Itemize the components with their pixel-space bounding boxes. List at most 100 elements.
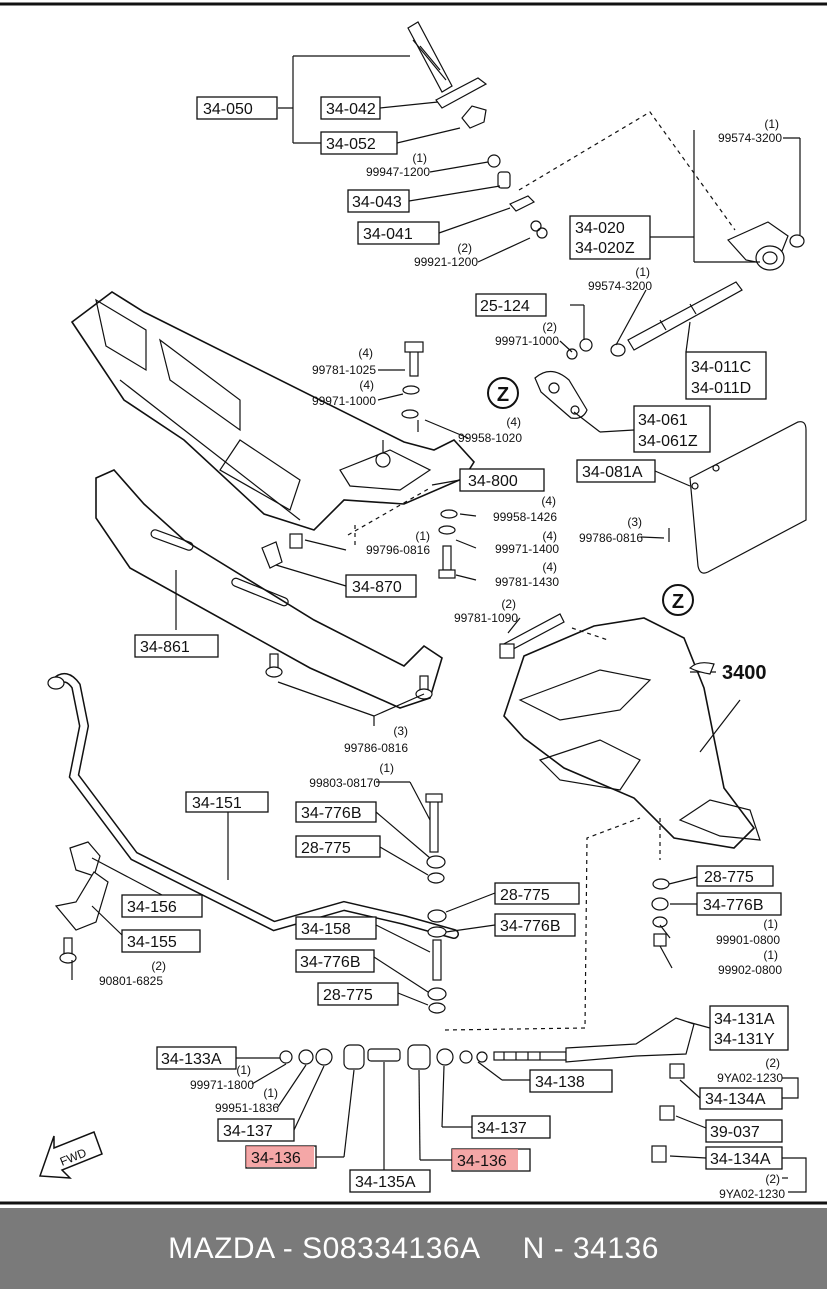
footer-bar: MAZDA - S08334136A N - 34136 <box>0 1208 827 1289</box>
qty-99958-1020: (4) <box>506 415 521 429</box>
qty-99971-1800: (1) <box>236 1063 251 1077</box>
qty-99971-1000-b: (4) <box>359 378 374 392</box>
cam-plate-drawing <box>534 370 588 419</box>
qty-99947: (1) <box>412 151 427 165</box>
label-34-800: 34-800 <box>468 473 518 490</box>
qty-90801-6825: (2) <box>151 959 166 973</box>
leader-lines <box>71 55 807 1193</box>
qty-99781-1025: (4) <box>358 346 373 360</box>
label-25-124: 25-124 <box>480 298 530 315</box>
shaft-34-011-drawing <box>566 281 743 360</box>
qty-99786-0816-b: (3) <box>393 724 408 738</box>
part-99574-top: 99574-3200 <box>718 131 782 145</box>
stabilizer-bar-drawing <box>47 672 459 964</box>
label-34-052: 34-052 <box>326 136 376 153</box>
part-99951-1836: 99951-1836 <box>215 1101 279 1115</box>
part-99971-1400: 99971-1400 <box>495 542 559 556</box>
label-34-133a: 34-133A <box>161 1051 222 1068</box>
highlight-34-136-right <box>452 1149 518 1170</box>
qty-99781-1430: (4) <box>542 560 557 574</box>
label-34-135a: 34-135A <box>355 1174 416 1191</box>
mud-guard-drawing <box>689 421 807 574</box>
label-34-137-right: 34-137 <box>477 1120 527 1137</box>
part-99947: 99947-1200 <box>366 165 430 179</box>
label-34-776b-1: 34-776B <box>301 805 362 822</box>
label-34-081a: 34-081A <box>582 464 643 481</box>
qty-99786-0816-a: (3) <box>627 515 642 529</box>
part-99781-1090: 99781-1090 <box>454 611 518 625</box>
part-99971-1800: 99971-1800 <box>190 1078 254 1092</box>
label-34-136-right: 34-136 <box>457 1153 507 1170</box>
label-34-776b-2: 34-776B <box>500 918 561 935</box>
qty-99971-1000-a: (2) <box>542 320 557 334</box>
footer-ref: N - 34136 <box>522 1231 659 1265</box>
part-90801-6825: 90801-6825 <box>99 974 163 988</box>
qty-99574-top: (1) <box>764 117 779 131</box>
qty-99921: (2) <box>457 241 472 255</box>
qty-99781-1090: (2) <box>501 597 516 611</box>
label-texts: 34-050 34-042 34-052 34-043 34-041 34-02… <box>127 101 775 1191</box>
label-34-020z: 34-020Z <box>575 240 635 257</box>
qty-99902-0800: (1) <box>763 948 778 962</box>
cam-bracket-drawing <box>727 221 805 271</box>
qty-9ya02-1230-a: (2) <box>765 1056 780 1070</box>
label-34-861: 34-861 <box>140 639 190 656</box>
lower-arm-3400-drawing <box>499 613 761 849</box>
label-34-776b-3: 34-776B <box>300 954 361 971</box>
part-9ya02-1230-b: 9YA02-1230 <box>719 1187 785 1201</box>
label-34-776b-right: 34-776B <box>703 897 764 914</box>
label-34-151: 34-151 <box>192 795 242 812</box>
crossmember-drawing <box>70 291 475 531</box>
label-34-042: 34-042 <box>326 101 376 118</box>
part-99901-0800: 99901-0800 <box>716 933 780 947</box>
z-marker-1-text: Z <box>497 384 509 406</box>
label-boxes <box>121 96 789 1193</box>
label-34-137-left: 34-137 <box>223 1123 273 1140</box>
stabilizer-link-drawing <box>425 793 670 1014</box>
qty-99803-08170: (1) <box>379 761 394 775</box>
label-28-775-right: 28-775 <box>704 869 754 886</box>
label-34-020: 34-020 <box>575 220 625 237</box>
part-99958-1426: 99958-1426 <box>493 510 557 524</box>
part-99971-1000-b: 99971-1000 <box>312 394 376 408</box>
label-34-158: 34-158 <box>301 921 351 938</box>
qty-99901-0800: (1) <box>763 917 778 931</box>
small-part-texts: (1) 99947-1200 (2) 99921-1200 (1) 99574-… <box>99 117 785 1201</box>
label-34-131a: 34-131A <box>714 1011 775 1028</box>
highlight-34-136-left <box>246 1146 314 1167</box>
label-3400: 3400 <box>722 662 767 684</box>
label-34-011c: 34-011C <box>691 359 751 376</box>
label-34-011d: 34-011D <box>691 380 751 397</box>
label-28-775-3: 28-775 <box>323 987 373 1004</box>
z-markers <box>487 377 694 616</box>
label-34-134a-1: 34-134A <box>705 1091 766 1108</box>
part-99971-1000-a: 99971-1000 <box>495 334 559 348</box>
part-9ya02-1230-a: 9YA02-1230 <box>717 1071 783 1085</box>
label-34-155: 34-155 <box>127 934 177 951</box>
part-99796-0816: 99796-0816 <box>366 543 430 557</box>
label-28-775-2: 28-775 <box>500 887 550 904</box>
qty-9ya02-1230-b: (2) <box>765 1172 780 1186</box>
part-99786-0816-b: 99786-0816 <box>344 741 408 755</box>
fwd-arrow <box>38 1131 103 1179</box>
label-28-775-1: 28-775 <box>301 840 351 857</box>
label-34-134a-2: 34-134A <box>710 1151 771 1168</box>
qty-99796-0816: (1) <box>415 529 430 543</box>
label-34-131y: 34-131Y <box>714 1031 775 1048</box>
part-99902-0800: 99902-0800 <box>718 963 782 977</box>
label-34-156: 34-156 <box>127 899 177 916</box>
part-99574-mid: 99574-3200 <box>588 279 652 293</box>
label-34-050: 34-050 <box>203 101 253 118</box>
part-99781-1025: 99781-1025 <box>312 363 376 377</box>
label-34-043: 34-043 <box>352 194 402 211</box>
label-39-037: 39-037 <box>710 1124 760 1141</box>
footer-brand-part: MAZDA - S08334136A <box>168 1231 481 1265</box>
strut-bar-bushings-drawing <box>279 1017 695 1163</box>
part-99786-0816-a: 99786-0816 <box>579 531 643 545</box>
part-99921: 99921-1200 <box>414 255 478 269</box>
dashed-reference-lines <box>347 111 736 1031</box>
qty-99971-1400: (4) <box>542 529 557 543</box>
label-34-061z: 34-061Z <box>638 433 698 450</box>
